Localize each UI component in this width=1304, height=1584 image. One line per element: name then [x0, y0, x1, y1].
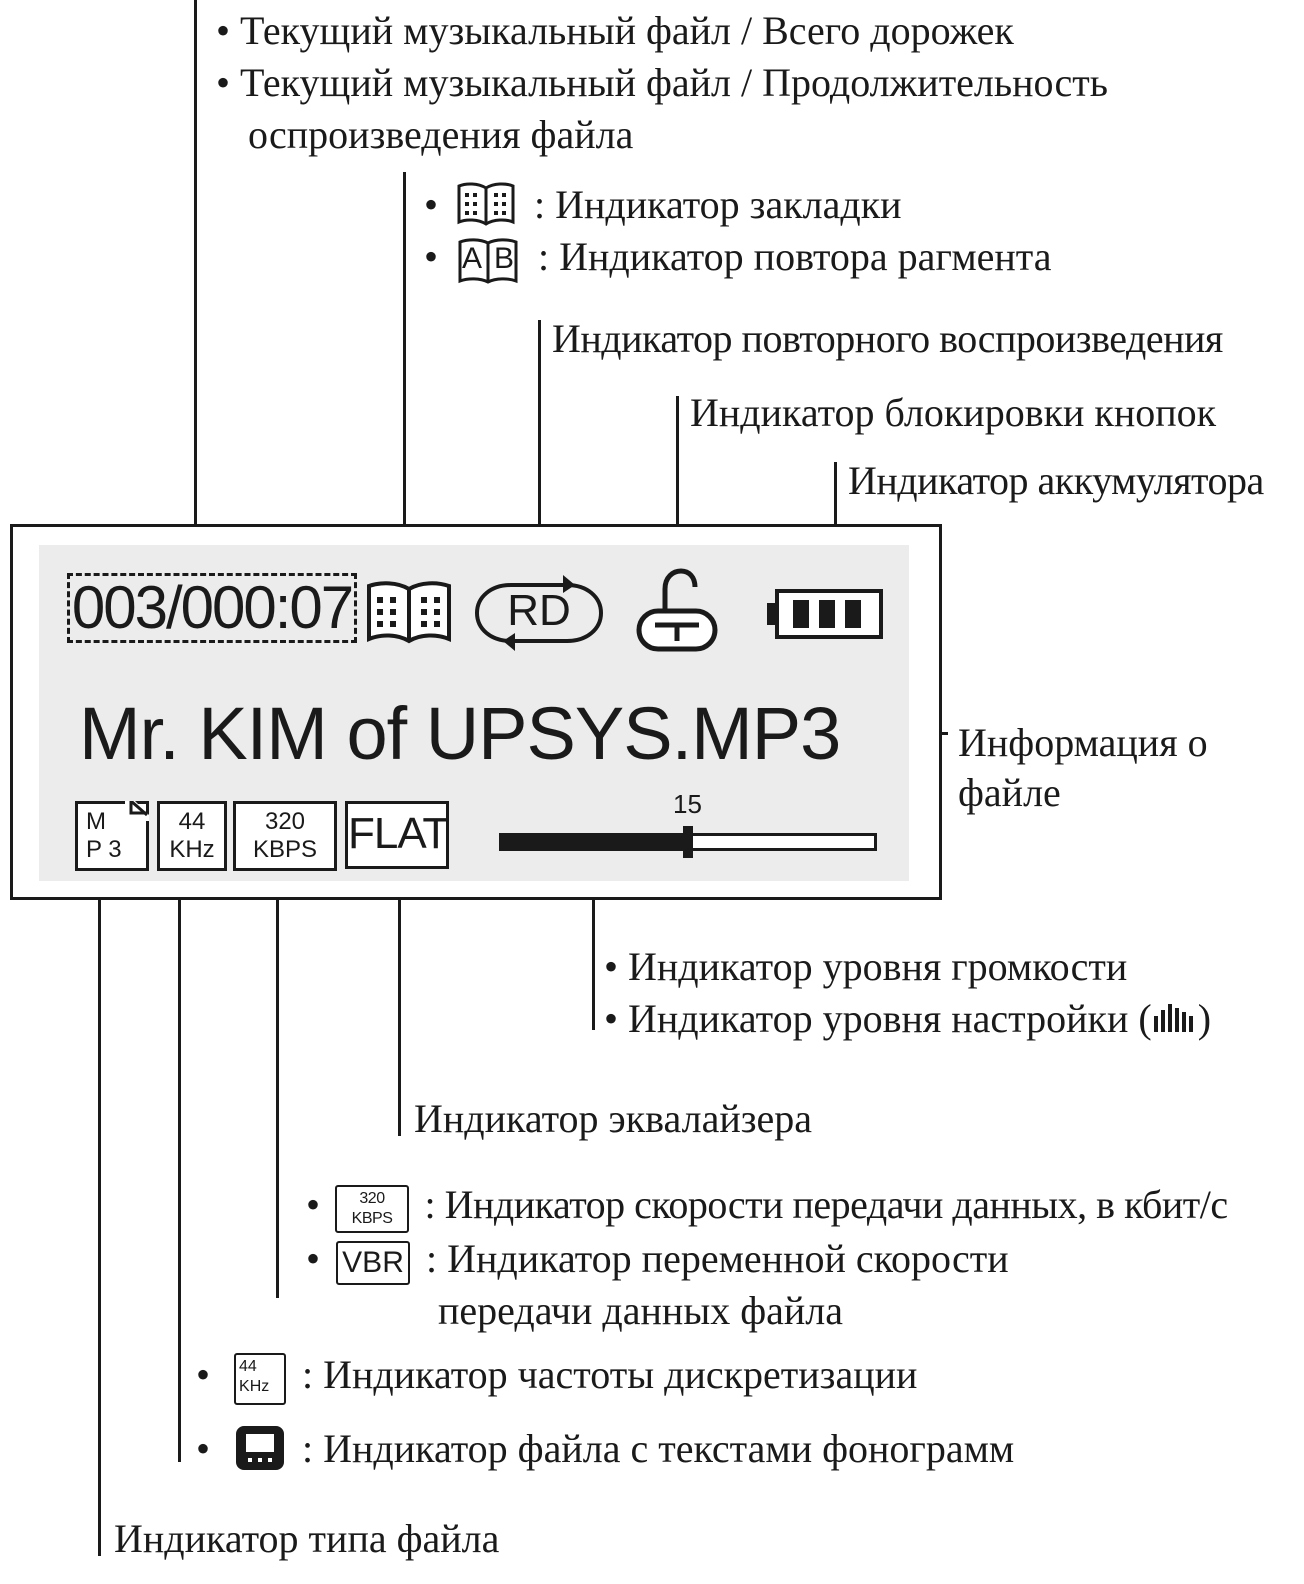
battery-bar — [819, 600, 835, 628]
vbr-legend-label: : Индикатор переменной скорости — [426, 1236, 1009, 1281]
bitrate-legend: • 320 KBPS : Индикатор скорости передачи… — [306, 1182, 1228, 1233]
leader-volume — [592, 858, 595, 1030]
track-counter: 003/000:07 — [67, 573, 357, 643]
file-type-badge: M P 3 — [75, 801, 149, 871]
leader-repeat — [538, 320, 541, 568]
vbr-legend: • VBR : Индикатор переменной скорости — [306, 1236, 1009, 1285]
ab-repeat-legend: • A B : Индикатор повтора рагмента — [424, 234, 1052, 285]
battery-icon — [763, 587, 889, 648]
battery-bar — [793, 600, 809, 628]
label-track-count: Текущий музыкальный файл / Всего дорожек — [216, 8, 1014, 54]
ab-repeat-b: B — [494, 241, 515, 275]
leader-counter — [194, 0, 197, 590]
sample-rate-legend: • 44 KHz : Индикатор частоты дискретизац… — [196, 1352, 917, 1405]
eq-mode: FLAT — [348, 809, 449, 858]
label-file-info-cont: файле — [958, 770, 1061, 815]
label-equalizer: Индикатор эквалайзера — [414, 1096, 813, 1141]
sample-rate-value: 44 — [178, 808, 206, 835]
sample-rate-legend-label: : Индикатор частоты дискретизации — [302, 1352, 918, 1397]
leader-sample-rate — [178, 870, 181, 1462]
label-key-lock: Индикатор блокировки кнопок — [690, 390, 1217, 435]
ab-repeat-icon: A B — [456, 237, 520, 285]
tuning-bars-icon — [1152, 1000, 1198, 1046]
volume-bar-knob — [683, 826, 693, 858]
page-corner-icon — [125, 801, 149, 821]
file-name: Mr. KIM of UPSYS.MP3 — [79, 692, 841, 775]
label-volume-level: Индикатор уровня громкости — [604, 944, 1127, 990]
bitrate-legend-unit: KBPS — [351, 1209, 393, 1227]
vbr-legend-cont: передачи данных файла — [438, 1288, 843, 1333]
leader-equalizer — [398, 860, 401, 1136]
label-repeat-play: Индикатор повторного воспроизведения — [552, 316, 1223, 361]
sample-rate-legend-unit: KHz — [239, 1377, 270, 1395]
sample-rate-legend-icon: 44 KHz — [234, 1352, 287, 1405]
leader-file-type — [98, 870, 101, 1556]
sample-rate-badge: 44 KHz — [157, 801, 227, 871]
bookmark-legend: • : Индикатор закладки — [424, 180, 902, 238]
eq-badge: FLAT — [345, 801, 449, 869]
leader-bookmark — [403, 172, 406, 580]
lyrics-icon — [234, 1424, 286, 1482]
file-type-line1: M — [86, 808, 106, 835]
label-file-info: Информация о — [958, 720, 1208, 765]
lock-icon — [633, 559, 723, 660]
bitrate-legend-icon: 320 KBPS — [335, 1184, 410, 1233]
leader-bitrate — [276, 864, 279, 1298]
leader-battery — [834, 462, 837, 570]
bookmark-icon — [456, 180, 516, 238]
player-screen-frame: 003/000:07 RD — [10, 524, 942, 900]
label-track-time-cont: оспроизведения файла — [248, 112, 634, 157]
label-file-type: Индикатор типа файла — [114, 1516, 500, 1561]
sample-rate-legend-value: 44 — [239, 1357, 257, 1375]
battery-bar — [845, 600, 861, 628]
bitrate-legend-value: 320 — [359, 1189, 385, 1207]
sample-rate-unit: KHz — [169, 836, 215, 863]
label-tuning-level: Индикатор уровня настройки ( — [628, 996, 1152, 1041]
bitrate-value: 320 — [264, 808, 306, 835]
leader-lock — [676, 396, 679, 558]
lcd-display: 003/000:07 RD — [39, 545, 909, 881]
vbr-legend-icon: VBR — [336, 1240, 411, 1285]
label-track-time: Текущий музыкальный файл / Продолжительн… — [216, 60, 1108, 106]
ab-repeat-a: A — [462, 241, 483, 275]
label-battery: Индикатор аккумулятора — [848, 458, 1264, 503]
volume-bar — [499, 826, 877, 858]
bitrate-legend-label: : Индикатор скорости передачи данных, в … — [424, 1182, 1229, 1227]
repeat-arrows-icon — [474, 575, 604, 651]
volume-bar-fill — [502, 836, 688, 848]
track-counter-value: 003/000:07 — [71, 574, 354, 641]
bookmark-label: : Индикатор закладки — [534, 182, 902, 228]
vbr-legend-value: VBR — [342, 1245, 404, 1279]
ab-repeat-label: : Индикатор повтора рагмента — [538, 234, 1052, 279]
label-tuning-level-end: ) — [1197, 996, 1212, 1041]
tuning-level-legend: • Индикатор уровня настройки ( ) — [604, 996, 1211, 1046]
volume-value: 15 — [673, 789, 702, 819]
file-type-line2: P 3 — [86, 836, 122, 863]
bitrate-badge: 320 KBPS — [233, 801, 337, 871]
lcd-bookmark-icon — [365, 577, 453, 652]
repeat-mode-value: RD — [507, 586, 571, 635]
lyrics-legend-label: : Индикатор файла с текстами фонограмм — [302, 1426, 1015, 1472]
bitrate-unit: KBPS — [252, 836, 318, 863]
lyrics-legend: • : Индикатор файла с текстами фонограмм — [196, 1424, 1014, 1482]
repeat-mode-indicator: RD — [471, 571, 607, 651]
